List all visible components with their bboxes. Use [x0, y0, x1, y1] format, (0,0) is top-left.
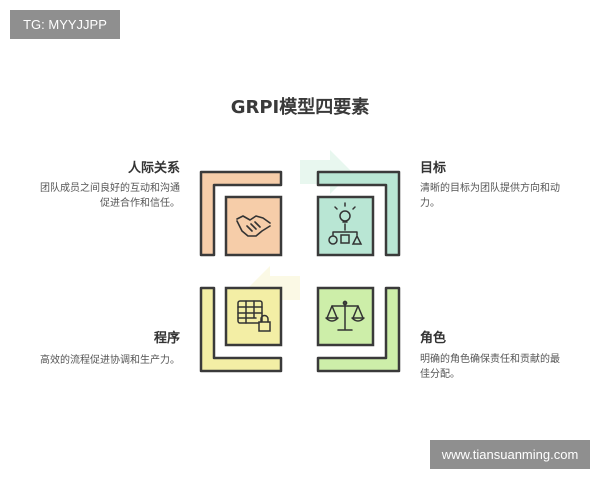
process-bracket [199, 286, 283, 373]
handshake-icon [236, 215, 271, 237]
watermark-site: www.tiansuanming.com [430, 440, 590, 469]
roles-desc-line2: 佳分配。 [420, 369, 460, 380]
watermark-tag: TG: MYYJJPP [10, 10, 120, 39]
process-desc-line1: 高效的流程促进协调和生产力。 [40, 355, 180, 366]
relationships-desc-line1: 团队成员之间良好的互动和沟通 [40, 183, 180, 194]
goals-bracket [316, 170, 401, 257]
roles-desc: 明确的角色确保责任和贡献的最 佳分配。 [420, 352, 590, 382]
calendar-lock-icon [237, 300, 271, 332]
relationships-bracket [199, 170, 283, 257]
process-desc: 高效的流程促进协调和生产力。 [10, 353, 180, 368]
roles-desc-line1: 明确的角色确保责任和贡献的最 [420, 354, 560, 365]
roles-bracket [316, 286, 401, 373]
goals-desc-line1: 清晰的目标为团队提供方向和动 [420, 183, 560, 194]
process-quadrant [199, 286, 283, 373]
relationships-quadrant [199, 170, 283, 257]
lightbulb-org-icon [328, 202, 363, 245]
roles-label: 角色 [420, 331, 447, 346]
scales-icon [325, 300, 365, 331]
goals-label: 目标 [420, 161, 447, 176]
roles-quadrant [316, 286, 401, 373]
goals-desc: 清晰的目标为团队提供方向和动 力。 [420, 181, 590, 211]
diagram-title: GRPI模型四要素 [230, 97, 370, 118]
relationships-desc: 团队成员之间良好的互动和沟通 促进合作和信任。 [10, 181, 180, 211]
goals-desc-line2: 力。 [420, 198, 440, 209]
relationships-desc-line2: 促进合作和信任。 [100, 198, 180, 209]
relationships-label: 人际关系 [127, 161, 180, 176]
process-label: 程序 [153, 331, 180, 346]
goals-quadrant [316, 170, 401, 257]
